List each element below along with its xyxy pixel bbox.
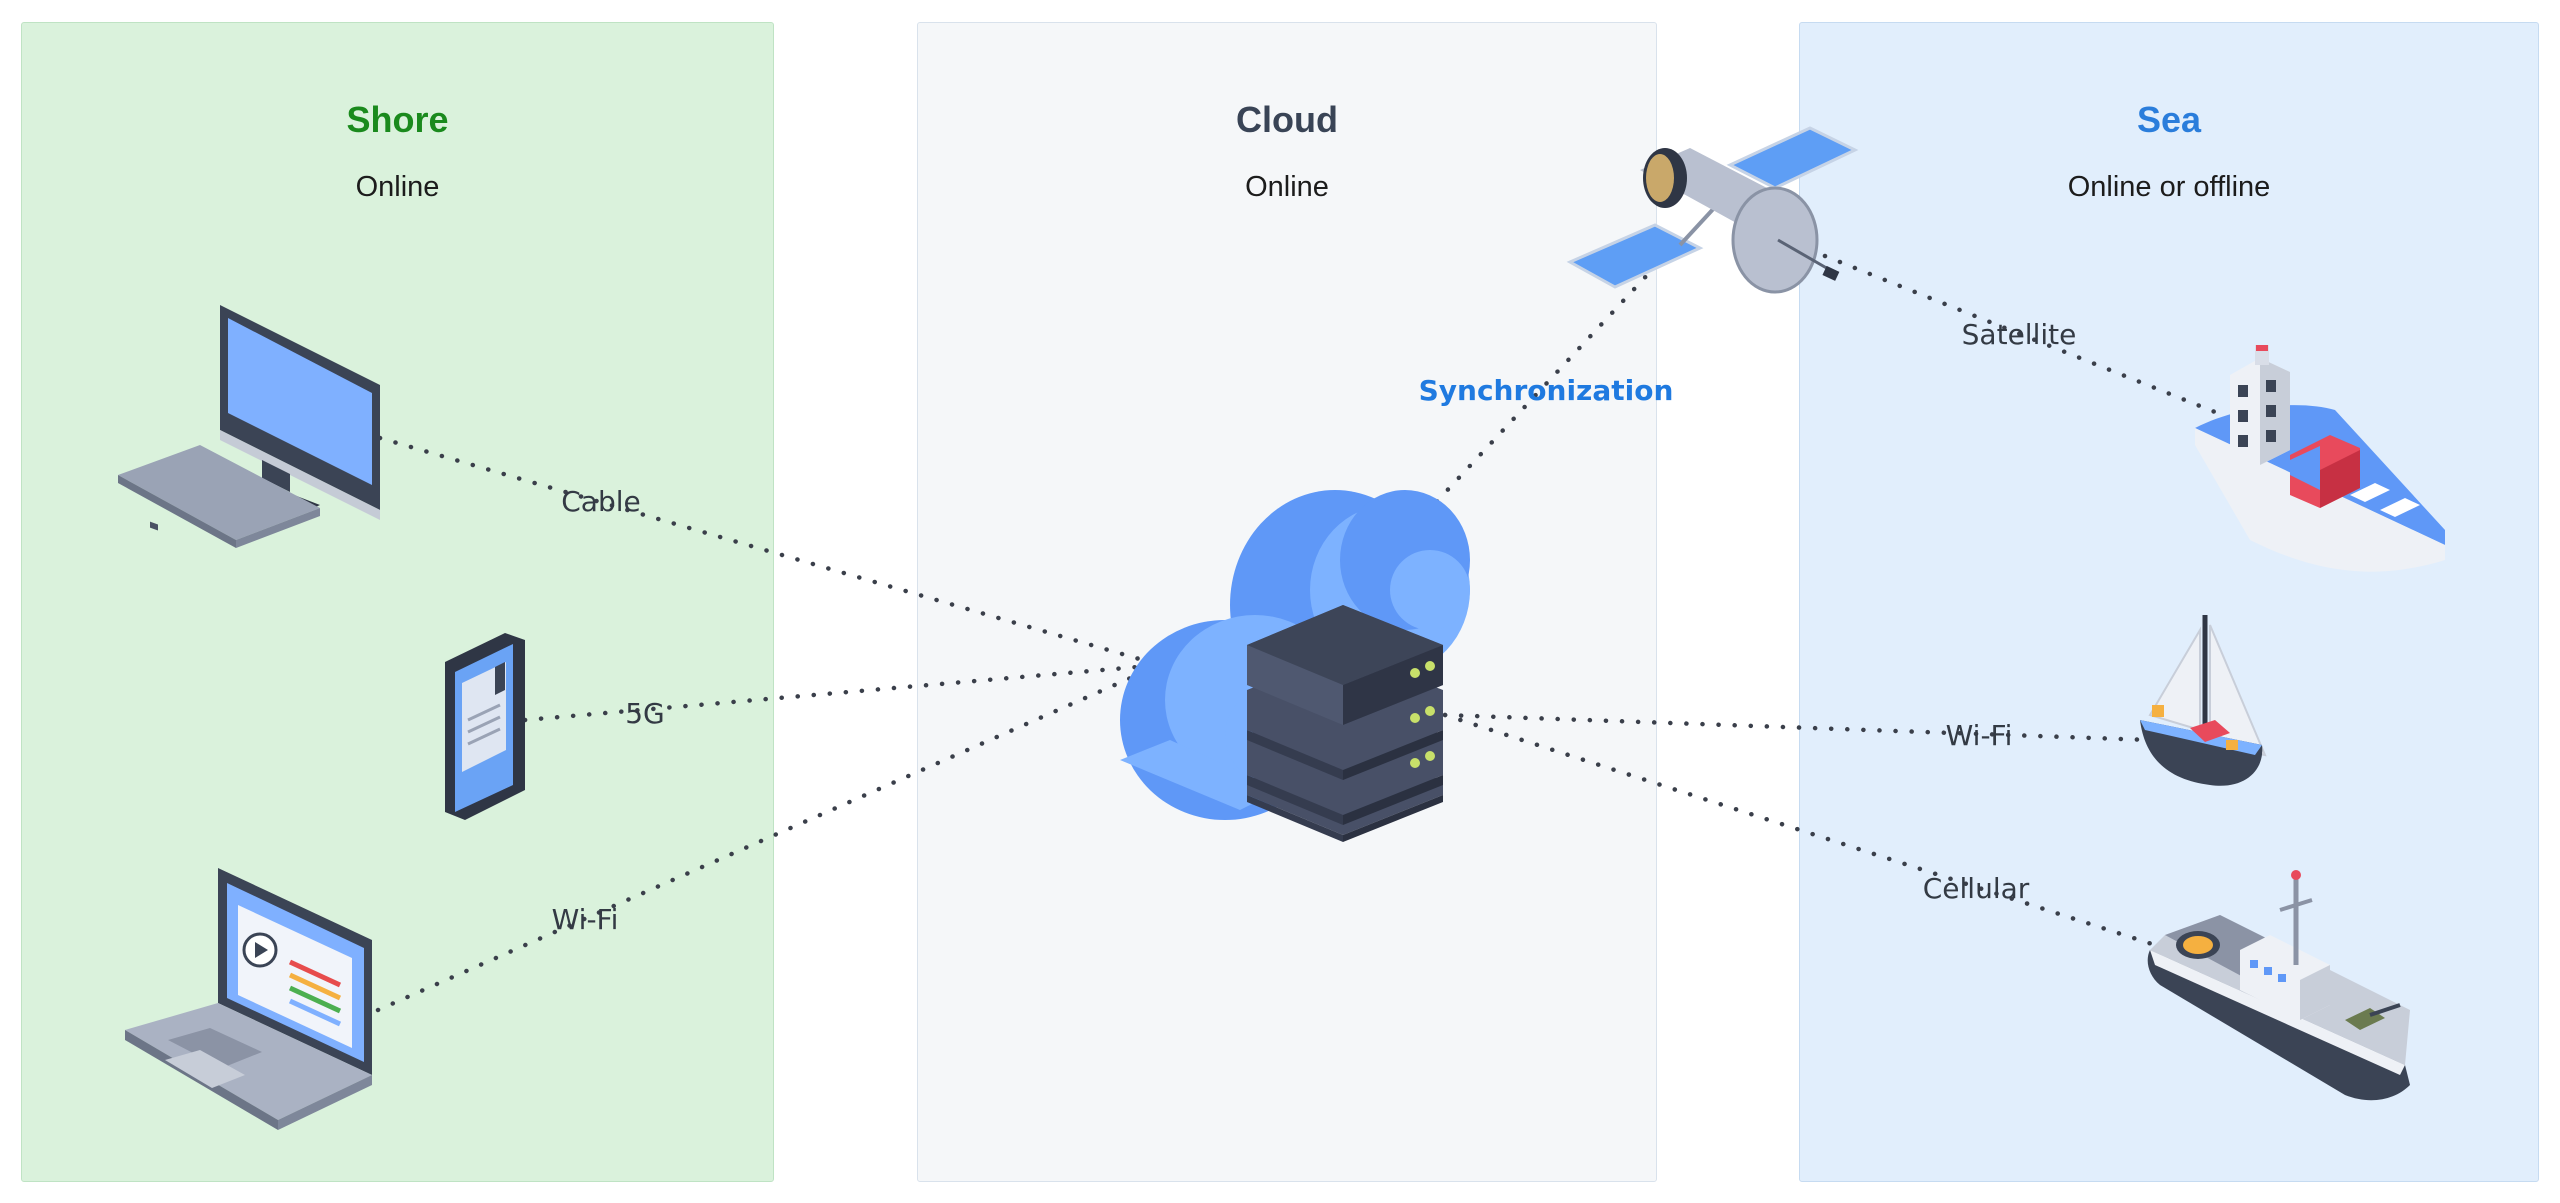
sync-label: Synchronization xyxy=(1419,374,1674,407)
satellite-label: Satellite xyxy=(1962,318,2077,351)
shore-zone: Shore Online xyxy=(21,22,774,1182)
server-stack xyxy=(1247,605,1443,842)
cargo-ship-icon xyxy=(2195,345,2445,572)
sea-title: Sea xyxy=(2136,99,2202,140)
sea-subtitle: Online or offline xyxy=(2067,171,2271,203)
desktop-computer-icon xyxy=(118,305,380,548)
sailboat-icon xyxy=(2140,615,2267,786)
cable-link xyxy=(377,435,1163,668)
sea-wifi-link xyxy=(1442,712,2153,743)
satellite-icon xyxy=(1566,126,1859,294)
smartphone-icon xyxy=(445,633,525,820)
connection-lines xyxy=(375,247,2238,1013)
shore-wifi-label: Wi-Fi xyxy=(552,903,619,936)
cloud-title: Cloud xyxy=(1236,99,1338,140)
cellular-link xyxy=(1442,712,2158,948)
patrol-ship-icon xyxy=(2147,870,2410,1101)
laptop-icon xyxy=(125,868,372,1130)
connection-labels: Cable 5G Wi-Fi Synchronization Satellite… xyxy=(552,318,2077,936)
shore-subtitle: Online xyxy=(355,171,440,203)
cloud-server-icon xyxy=(1120,490,1470,842)
sync-link xyxy=(1412,269,1653,528)
cellular-label: Cellular xyxy=(1923,872,2030,905)
cloud-subtitle: Online xyxy=(1245,171,1329,203)
sea-wifi-label: Wi-Fi xyxy=(1946,719,2013,752)
fiveg-link xyxy=(522,662,1163,723)
cable-label: Cable xyxy=(561,485,641,518)
shore-title: Shore xyxy=(346,99,449,140)
fiveg-label: 5G xyxy=(625,697,665,730)
